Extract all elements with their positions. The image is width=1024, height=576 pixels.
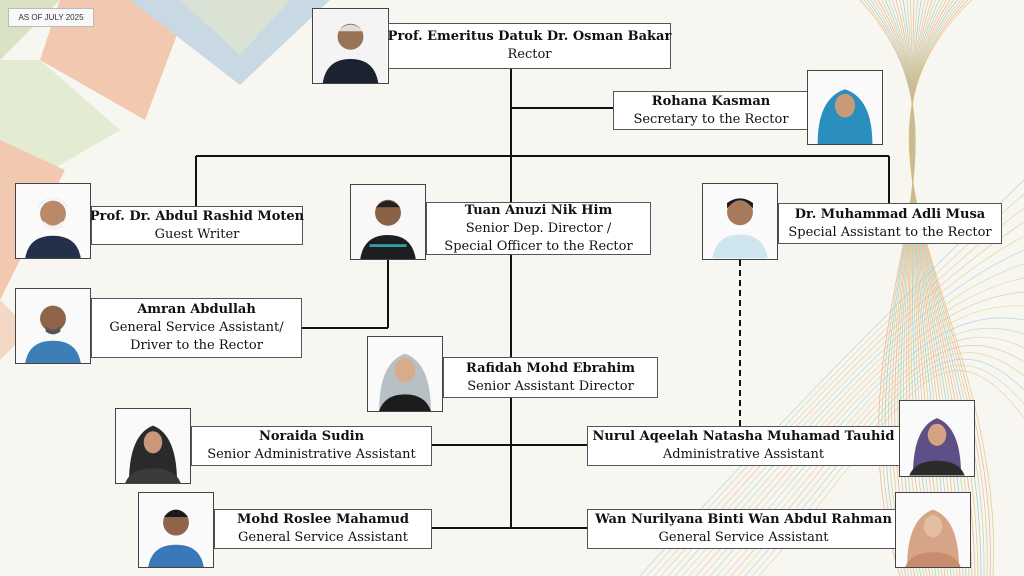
person-name: Noraida Sudin <box>258 429 365 444</box>
person-role: Secretary to the Rector <box>633 111 789 127</box>
gsa-1-photo <box>138 492 214 568</box>
person-role: General Service Assistant/ <box>109 320 284 335</box>
person-name: Rafidah Mohd Ebrahim <box>465 360 635 376</box>
driver-photo <box>15 288 91 364</box>
secretary-label: Rohana Kasman Secretary to the Rector <box>613 91 809 130</box>
date-tag: AS OF JULY 2025 <box>8 8 94 27</box>
driver-label: Amran Abdullah General Service Assistant… <box>91 298 302 358</box>
person-role: Senior Administrative Assistant <box>207 447 416 462</box>
admin-asst-label: Nurul Aqeelah Natasha Muhamad Tauhid Adm… <box>587 426 900 466</box>
person-name: Nurul Aqeelah Natasha Muhamad Tauhid <box>592 429 895 444</box>
admin-senior-photo <box>115 408 191 484</box>
person-role: General Service Assistant <box>238 530 408 545</box>
person-name: Prof. Emeritus Datuk Dr. Osman Bakar <box>387 29 672 44</box>
guest-writer-label: Prof. Dr. Abdul Rashid Moten Guest Write… <box>89 206 305 245</box>
person-name: Prof. Dr. Abdul Rashid Moten <box>89 208 305 224</box>
gsa-1-label: Mohd Roslee Mahamud General Service Assi… <box>214 509 432 549</box>
asst-director-photo <box>367 336 443 412</box>
special-assistant-photo <box>702 183 778 260</box>
person-role: General Service Assistant <box>658 530 829 545</box>
dep-director-photo <box>350 184 426 260</box>
person-role: Special Officer to the Rector <box>444 238 633 254</box>
special-assistant-label: Dr. Muhammad Adli Musa Special Assistant… <box>778 203 1002 244</box>
person-role: Senior Assistant Director <box>467 378 634 394</box>
wave-line <box>908 0 991 576</box>
gsa-2-photo <box>895 492 971 568</box>
guest-writer-photo <box>15 183 91 259</box>
wave-line <box>863 0 916 576</box>
person-name: Rohana Kasman <box>651 93 771 109</box>
wave-line <box>908 0 995 576</box>
admin-asst-photo <box>899 400 975 477</box>
person-role: Administrative Assistant <box>662 447 825 462</box>
person-name: Dr. Muhammad Adli Musa <box>794 206 986 222</box>
secretary-photo <box>807 70 883 145</box>
wave-line <box>909 0 985 576</box>
asst-director-label: Rafidah Mohd Ebrahim Senior Assistant Di… <box>443 357 658 398</box>
wave-line <box>870 0 916 576</box>
person-role: Special Assistant to the Rector <box>788 224 992 240</box>
person-role: Rector <box>507 47 552 62</box>
person-role: Driver to the Rector <box>130 338 263 353</box>
wave-line <box>866 0 916 576</box>
person-role: Senior Dep. Director / <box>465 220 612 236</box>
wave-line <box>877 0 916 576</box>
wave-line <box>909 0 988 576</box>
admin-senior-label: Noraida Sudin Senior Administrative Assi… <box>191 426 432 466</box>
dep-director-label: Tuan Anuzi Nik Him Senior Dep. Director … <box>426 202 651 255</box>
rector-label: Prof. Emeritus Datuk Dr. Osman Bakar Rec… <box>388 23 671 69</box>
rector-photo <box>312 8 389 84</box>
person-role: Guest Writer <box>154 226 240 242</box>
person-name: Wan Nurilyana Binti Wan Abdul Rahman <box>595 512 892 527</box>
wave-line <box>859 0 916 576</box>
person-name: Mohd Roslee Mahamud <box>237 512 409 527</box>
person-name: Amran Abdullah <box>137 302 256 317</box>
person-name: Tuan Anuzi Nik Him <box>464 202 613 218</box>
wave-line <box>874 0 915 576</box>
gsa-2-label: Wan Nurilyana Binti Wan Abdul Rahman Gen… <box>587 509 900 549</box>
